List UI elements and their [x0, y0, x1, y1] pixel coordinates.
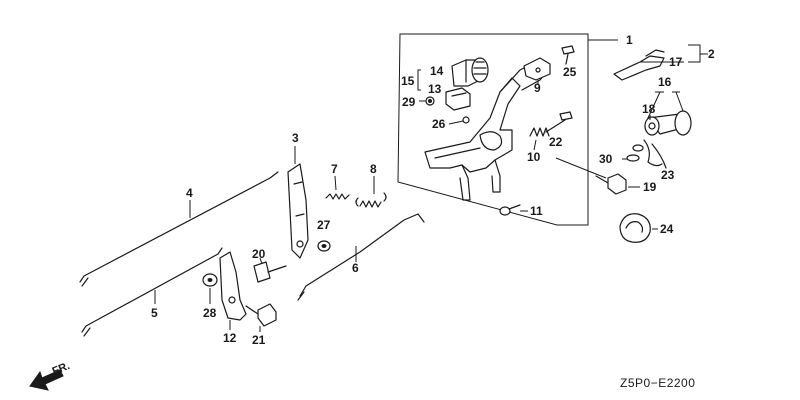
- control-lever-13: [445, 87, 471, 111]
- governor-spring-7: [325, 193, 350, 200]
- assembly-outline: [397, 33, 589, 226]
- callout-24: 24: [660, 222, 674, 236]
- clamp-24: [619, 213, 651, 243]
- diagram-code: Z5P0−E2200: [620, 376, 695, 390]
- governor-arm-3: [287, 163, 309, 259]
- spring-10: [529, 127, 550, 137]
- callout-27: 27: [317, 218, 331, 232]
- callout-9: 9: [534, 81, 541, 95]
- governor-rod-4: [79, 171, 279, 287]
- callout-30: 30: [599, 152, 613, 166]
- callout-18: 18: [642, 102, 656, 116]
- callout-8: 8: [370, 162, 377, 176]
- washer-30: [626, 144, 644, 162]
- callout-25: 25: [563, 65, 577, 79]
- bolt-21: [245, 303, 277, 327]
- callout-20: 20: [252, 247, 266, 261]
- front-direction-arrow: FR.: [29, 360, 72, 391]
- callout-1: 1: [626, 33, 633, 47]
- choke-knob-16: [644, 110, 692, 136]
- callout-19: 19: [643, 180, 657, 194]
- throttle-lever-12: [219, 251, 247, 321]
- bracket-9: [523, 57, 551, 81]
- callout-17: 17: [669, 55, 683, 69]
- callout-6: 6: [352, 261, 359, 275]
- callout-12: 12: [223, 331, 237, 345]
- throttle-rod-5: [81, 247, 223, 337]
- callout-23: 23: [661, 168, 675, 182]
- choke-lever-17: [613, 49, 665, 81]
- callout-11: 11: [530, 204, 543, 218]
- callout-7: 7: [331, 162, 338, 176]
- callout-13: 13: [428, 82, 442, 96]
- washer-27: [317, 240, 331, 252]
- callout-3: 3: [292, 131, 299, 145]
- callout-4: 4: [186, 186, 193, 200]
- callout-16: 16: [658, 75, 672, 89]
- callout-15: 15: [401, 74, 415, 88]
- callout-21: 21: [252, 333, 266, 347]
- nut-26: [462, 116, 470, 124]
- callout-26: 26: [432, 117, 446, 131]
- wire-23: [643, 139, 667, 169]
- direction-label: FR.: [51, 360, 72, 378]
- washer-28: [202, 273, 218, 287]
- screw-11: [499, 204, 521, 216]
- callout-2: 2: [708, 47, 715, 61]
- bolt-19: [595, 173, 627, 195]
- callout-22: 22: [549, 135, 563, 149]
- control-base-plate: [424, 61, 549, 201]
- washer-29: [425, 96, 435, 106]
- callout-29: 29: [402, 95, 416, 109]
- callout-28: 28: [203, 306, 217, 320]
- callout-5: 5: [151, 306, 158, 320]
- bolt-20: [253, 261, 287, 283]
- control-lever-14: [451, 57, 489, 87]
- callout-10: 10: [527, 150, 541, 164]
- choke-rod-6: [297, 213, 425, 301]
- callout-14: 14: [430, 64, 444, 78]
- return-spring-8: [355, 192, 387, 208]
- screw-25: [561, 45, 575, 65]
- bolt-22: [545, 111, 573, 133]
